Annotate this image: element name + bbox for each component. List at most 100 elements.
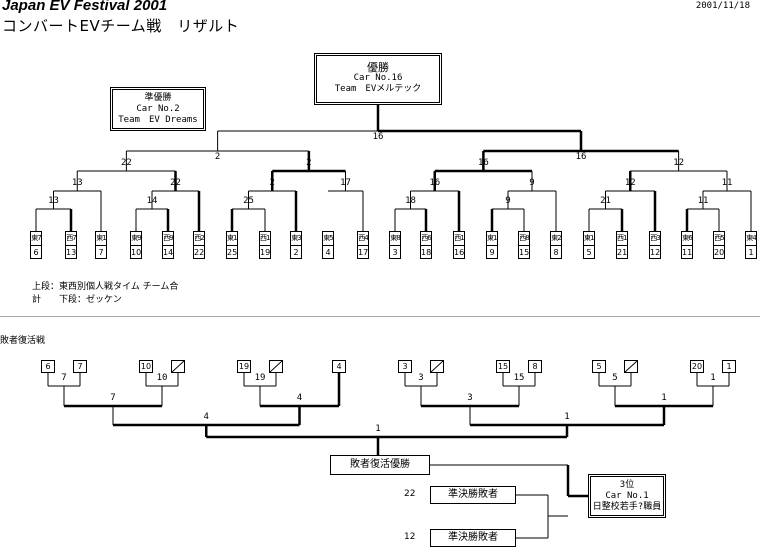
entrant-number: 22 xyxy=(194,248,205,257)
round1-score: 25 xyxy=(243,196,254,206)
repechage-r2-score: 7 xyxy=(110,393,116,403)
entrant-number: 3 xyxy=(392,248,398,257)
entrant-cell: 西1021 xyxy=(616,231,628,259)
repechage-r2-score: 1 xyxy=(661,393,667,403)
winner-box: 優勝 Car No.16 Team EVメルテック xyxy=(314,53,442,105)
repechage-entrant: 6 xyxy=(41,360,55,373)
repechage-r1-score: 3 xyxy=(418,373,424,383)
empty-slot xyxy=(269,360,283,373)
quarter-score: 12 xyxy=(673,158,685,168)
repechage-r1-score: 19 xyxy=(254,373,266,383)
repechage-entrant: 7 xyxy=(73,360,87,373)
round2-score: 9 xyxy=(529,178,535,188)
round2-score: 17 xyxy=(340,178,351,188)
round1-score: 13 xyxy=(48,196,59,206)
entrant-team: 東9 xyxy=(131,232,141,246)
repechage-r1-score: 5 xyxy=(612,373,618,383)
entrant-number: 6 xyxy=(33,248,39,257)
semi-score: 16 xyxy=(575,152,587,162)
round2-score: 13 xyxy=(71,178,83,188)
round2-score: 2 xyxy=(269,178,275,188)
repechage-entrant: 8 xyxy=(528,360,542,373)
entrant-team: 西6 xyxy=(421,232,431,246)
entrant-team: 西2 xyxy=(194,232,204,246)
entrant-team: 西7 xyxy=(66,232,76,246)
entrant-team: 東11 xyxy=(227,232,237,246)
semi-loser-1-box: 準決勝敗者 xyxy=(430,486,516,504)
repechage-entrant: 4 xyxy=(332,360,346,373)
third-place-box: 3位 Car No.1 日整校若手?職員 xyxy=(588,474,666,518)
entrant-number: 13 xyxy=(66,248,77,257)
third-title: 3位 xyxy=(619,480,635,490)
entrant-number: 16 xyxy=(454,248,465,257)
entrant-number: 1 xyxy=(748,248,754,257)
entrant-number: 25 xyxy=(227,248,238,257)
runner-up-title: 準優勝 xyxy=(144,93,172,103)
repechage-r1-score: 1 xyxy=(710,373,716,383)
date-label: 2001/11/18 xyxy=(695,1,750,11)
repechage-r3-score: 4 xyxy=(203,412,209,422)
repechage-r1-score: 15 xyxy=(513,373,525,383)
page-title: Japan EV Festival 2001 xyxy=(2,0,168,14)
entrant-number: 10 xyxy=(131,248,142,257)
entrant-team: 西10 xyxy=(617,232,627,246)
repechage-entrant: 3 xyxy=(398,360,412,373)
semi-loser-1-no: 22 xyxy=(404,489,416,499)
round2-score: 22 xyxy=(170,178,181,188)
repechage-final-score: 1 xyxy=(375,424,381,434)
round2-score: 16 xyxy=(429,178,441,188)
runner-up-team: Team EV Dreams xyxy=(118,115,198,125)
entrant-number: 18 xyxy=(421,248,432,257)
entrant-number: 9 xyxy=(489,248,495,257)
repechage-r2-score: 3 xyxy=(467,393,473,403)
round1-score: 9 xyxy=(505,196,511,206)
entrant-number: 11 xyxy=(682,248,693,257)
repechage-winner-box: 敗者復活優勝 xyxy=(330,455,430,475)
repechage-r1-score: 7 xyxy=(61,373,67,383)
entrant-number: 19 xyxy=(260,248,271,257)
entrant-number: 21 xyxy=(617,248,628,257)
round1-score: 18 xyxy=(405,196,416,206)
winner-team: Team EVメルテック xyxy=(334,84,422,94)
repechage-r3-score: 1 xyxy=(564,412,570,422)
repechage-entrant: 20 xyxy=(690,360,704,373)
entrant-number: 4 xyxy=(325,248,331,257)
third-team: 日整校若手?職員 xyxy=(592,502,662,512)
entrant-team: 西4 xyxy=(358,232,368,246)
entrant-team: 東4 xyxy=(746,232,756,246)
entrant-team: 東8 xyxy=(390,232,400,246)
quarter-score: 2 xyxy=(306,158,312,168)
entrant-cell: 西1119 xyxy=(259,231,271,259)
winner-car: Car No.16 xyxy=(353,73,403,83)
repechage-entrant: 15 xyxy=(496,360,510,373)
quarter-score: 22 xyxy=(120,158,132,168)
entrant-team: 東5 xyxy=(323,232,333,246)
entrant-number: 8 xyxy=(553,248,559,257)
semi-loser-2-box: 準決勝敗者 xyxy=(430,529,516,547)
entrant-number: 5 xyxy=(586,248,592,257)
entrant-team: 東2 xyxy=(551,232,561,246)
entrant-team: 東3 xyxy=(291,232,301,246)
empty-slot xyxy=(171,360,185,373)
runner-up-box: 準優勝 Car No.2 Team EV Dreams xyxy=(110,87,206,131)
third-car: Car No.1 xyxy=(605,491,649,501)
entrant-number: 20 xyxy=(714,248,725,257)
entrant-number: 12 xyxy=(650,248,661,257)
round2-score: 11 xyxy=(721,178,733,188)
